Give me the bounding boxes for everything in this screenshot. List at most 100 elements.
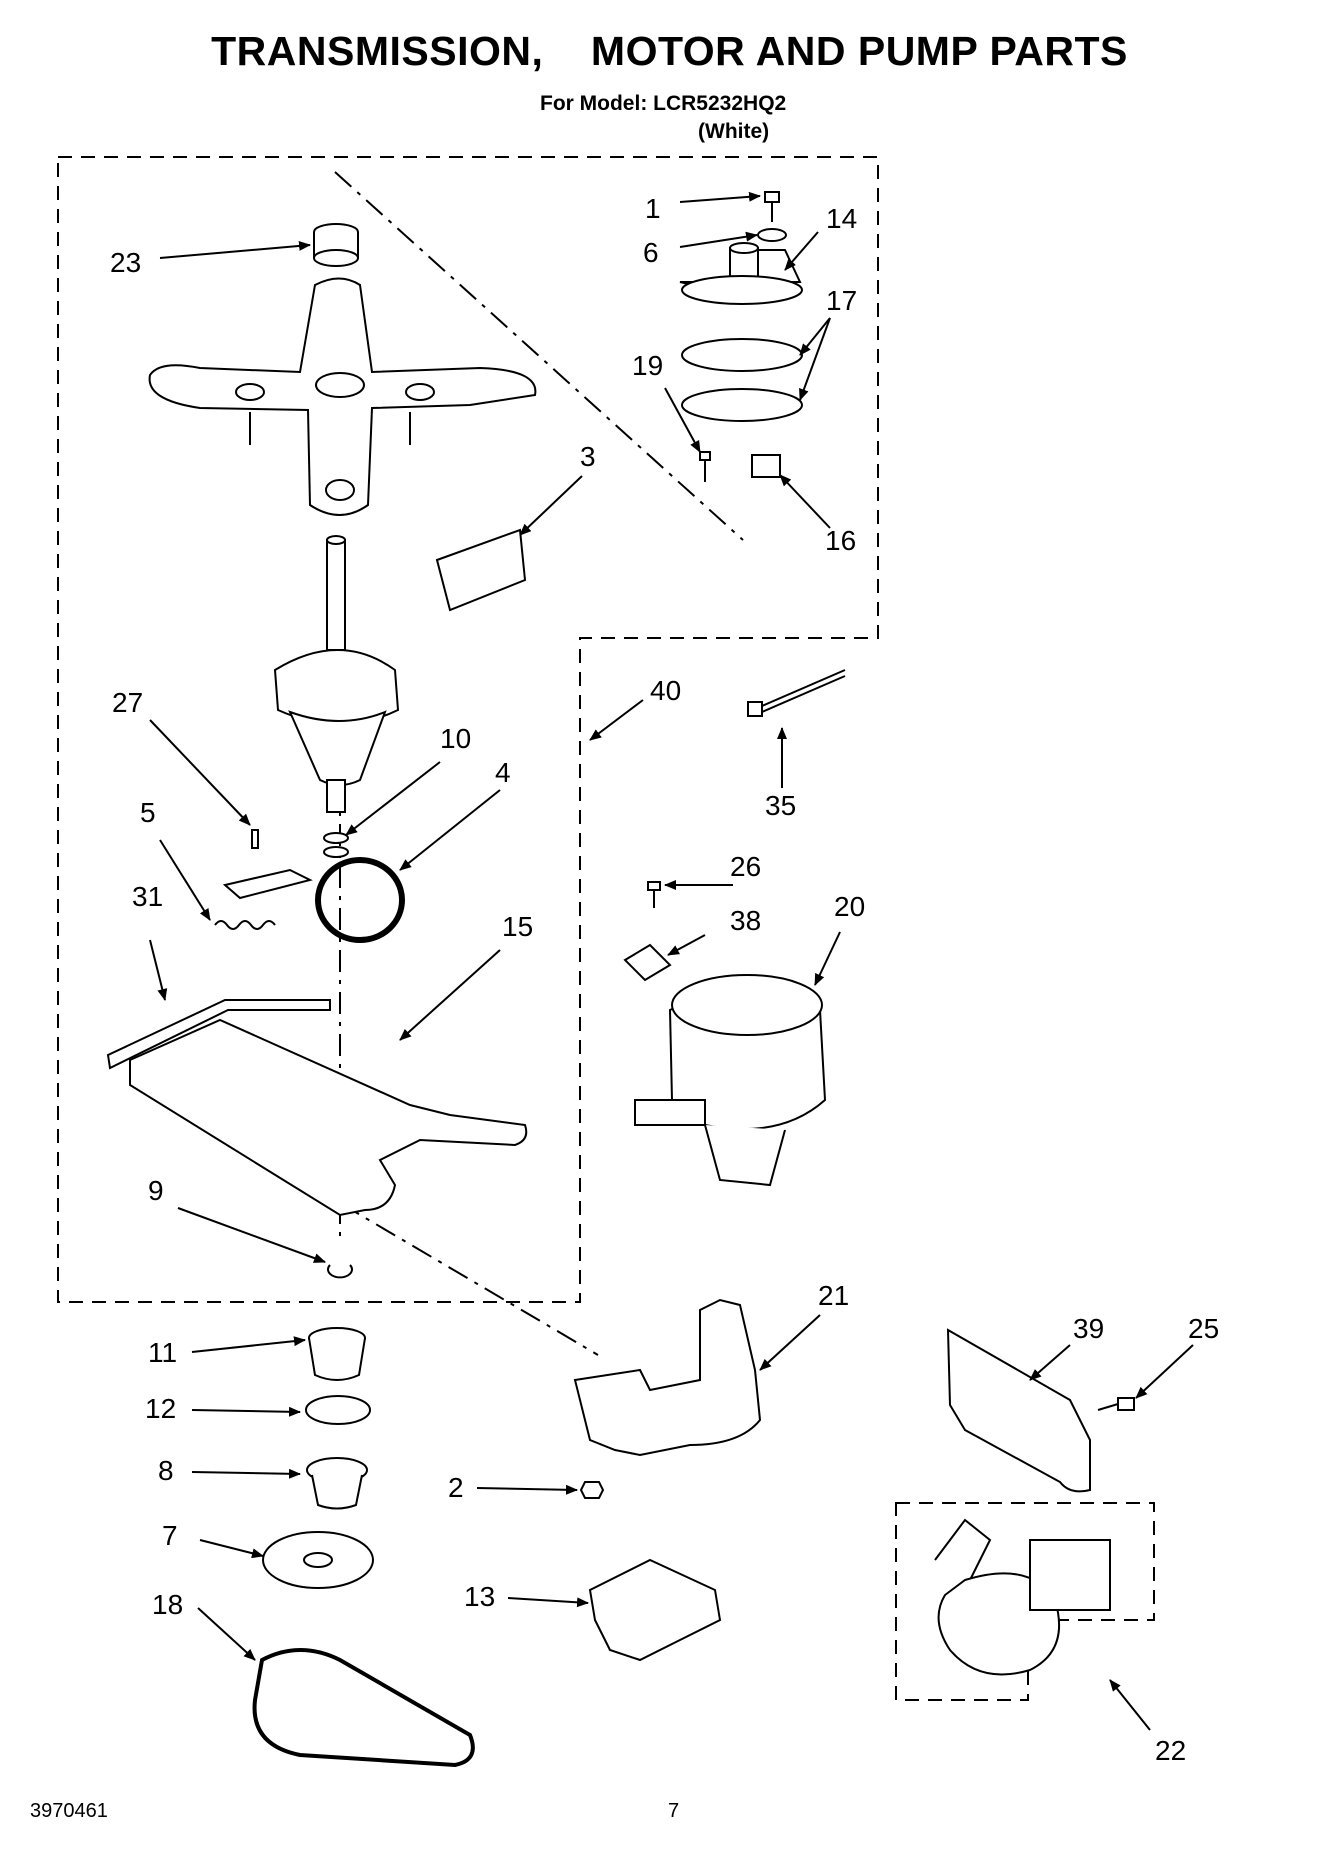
callout-4: 4: [495, 757, 511, 788]
callout-20: 20: [834, 891, 865, 922]
callout-3: 3: [580, 441, 596, 472]
leader-15: [399, 949, 501, 1041]
leader-31: [149, 939, 168, 1001]
leader-18: [197, 1607, 256, 1661]
part-8-drawing: [306, 1457, 368, 1510]
group-boundary-main: [57, 156, 879, 1303]
part-hub-spider-drawing: [148, 277, 537, 516]
callout-27: 27: [112, 687, 143, 718]
leader-14: [784, 231, 819, 271]
leader-16: [779, 474, 831, 529]
callout-21: 21: [818, 1280, 849, 1311]
part-38-drawing: [623, 943, 672, 982]
page-title: TRANSMISSION, MOTOR AND PUMP PARTS: [211, 28, 1128, 74]
leader-11: [191, 1336, 306, 1353]
leader-3: [519, 475, 583, 536]
part-16-drawing: [751, 454, 781, 478]
part-17-gasket-b: [681, 388, 803, 422]
leader-17a: [799, 317, 831, 356]
part-15-drawing: [129, 1018, 528, 1217]
part-18-drawing: [252, 1648, 475, 1768]
leader-25: [1135, 1344, 1194, 1399]
brake-lever: [222, 868, 313, 900]
leader-21: [759, 1314, 821, 1371]
leader-22: [1109, 1679, 1151, 1731]
callout-5: 5: [140, 797, 156, 828]
leader-20: [814, 931, 841, 986]
part-35-drawing: [747, 669, 846, 717]
callout-13: 13: [464, 1581, 495, 1612]
color-variant: (White): [698, 120, 770, 143]
part-1-drawing: [764, 191, 780, 222]
part-39-drawing: [946, 1328, 1091, 1493]
leader-38: [667, 934, 706, 956]
part-19-drawing: [699, 451, 711, 482]
callout-31: 31: [132, 881, 163, 912]
part-7-drawing: [262, 1531, 374, 1589]
part-14-drawing: [679, 242, 803, 305]
callout-9: 9: [148, 1175, 164, 1206]
callout-38: 38: [730, 905, 761, 936]
callout-15: 15: [502, 911, 533, 942]
leader-1: [679, 191, 761, 203]
leader-4: [399, 789, 501, 871]
leader-40: [589, 699, 644, 741]
part-5-drawing: [214, 920, 276, 930]
callout-35: 35: [765, 790, 796, 821]
leader-39: [1029, 1344, 1071, 1381]
leader-lines: [149, 191, 1194, 1731]
document-number: 3970461: [30, 1800, 108, 1822]
part-4-drawing: [315, 857, 405, 943]
callout-39: 39: [1073, 1313, 1104, 1344]
part-10-drawing: [323, 832, 349, 858]
leader-5: [159, 839, 211, 921]
part-25-drawing: [1097, 1397, 1135, 1411]
part-23-drawing: [313, 223, 359, 267]
callout-14: 14: [826, 203, 857, 234]
group-boundary-pump: [895, 1502, 1155, 1701]
callout-labels: 1 6 14 17 19 16 3 23 40 35 27 10 4 5 31 …: [110, 193, 1219, 1766]
part-20-drawing: [634, 974, 827, 1187]
part-6-drawing: [757, 228, 787, 242]
callout-23: 23: [110, 247, 141, 278]
callout-26: 26: [730, 851, 761, 882]
leader-8: [191, 1468, 301, 1479]
part-27-drawing: [251, 829, 259, 849]
callout-1: 1: [645, 193, 661, 224]
part-31-drawing: [106, 999, 331, 1070]
callout-19: 19: [632, 350, 663, 381]
part-13-drawing: [588, 1558, 722, 1662]
part-11-drawing: [308, 1327, 366, 1381]
model-subtitle: For Model: LCR5232HQ2: [540, 92, 787, 115]
leader-27: [149, 719, 251, 826]
part-21-drawing: [573, 1298, 762, 1457]
callout-11: 11: [148, 1337, 177, 1368]
leader-9: [177, 1207, 326, 1263]
callout-6: 6: [643, 237, 659, 268]
part-22-drawing: [934, 1518, 1111, 1676]
callout-22: 22: [1155, 1735, 1186, 1766]
part-12-drawing: [305, 1395, 371, 1425]
leader-7: [199, 1539, 264, 1559]
part-9-drawing: [327, 1264, 353, 1279]
part-17-gasket-a: [681, 338, 803, 372]
callout-2: 2: [448, 1472, 464, 1503]
part-3-drawing: [435, 528, 527, 612]
callout-12: 12: [145, 1393, 176, 1424]
page-number: 7: [668, 1800, 680, 1822]
leader-23: [159, 240, 311, 259]
leader-17b: [799, 317, 831, 401]
callout-8: 8: [158, 1455, 174, 1486]
callout-7: 7: [162, 1520, 178, 1551]
leader-13: [507, 1597, 589, 1608]
assembly-line-upper: [334, 171, 744, 541]
transmission-drawing: [273, 535, 400, 813]
leader-6: [679, 231, 758, 248]
callout-16: 16: [825, 525, 856, 556]
callout-10: 10: [440, 723, 471, 754]
callout-18: 18: [152, 1589, 183, 1620]
leader-12: [191, 1406, 301, 1417]
leader-10: [345, 761, 441, 836]
callout-25: 25: [1188, 1313, 1219, 1344]
